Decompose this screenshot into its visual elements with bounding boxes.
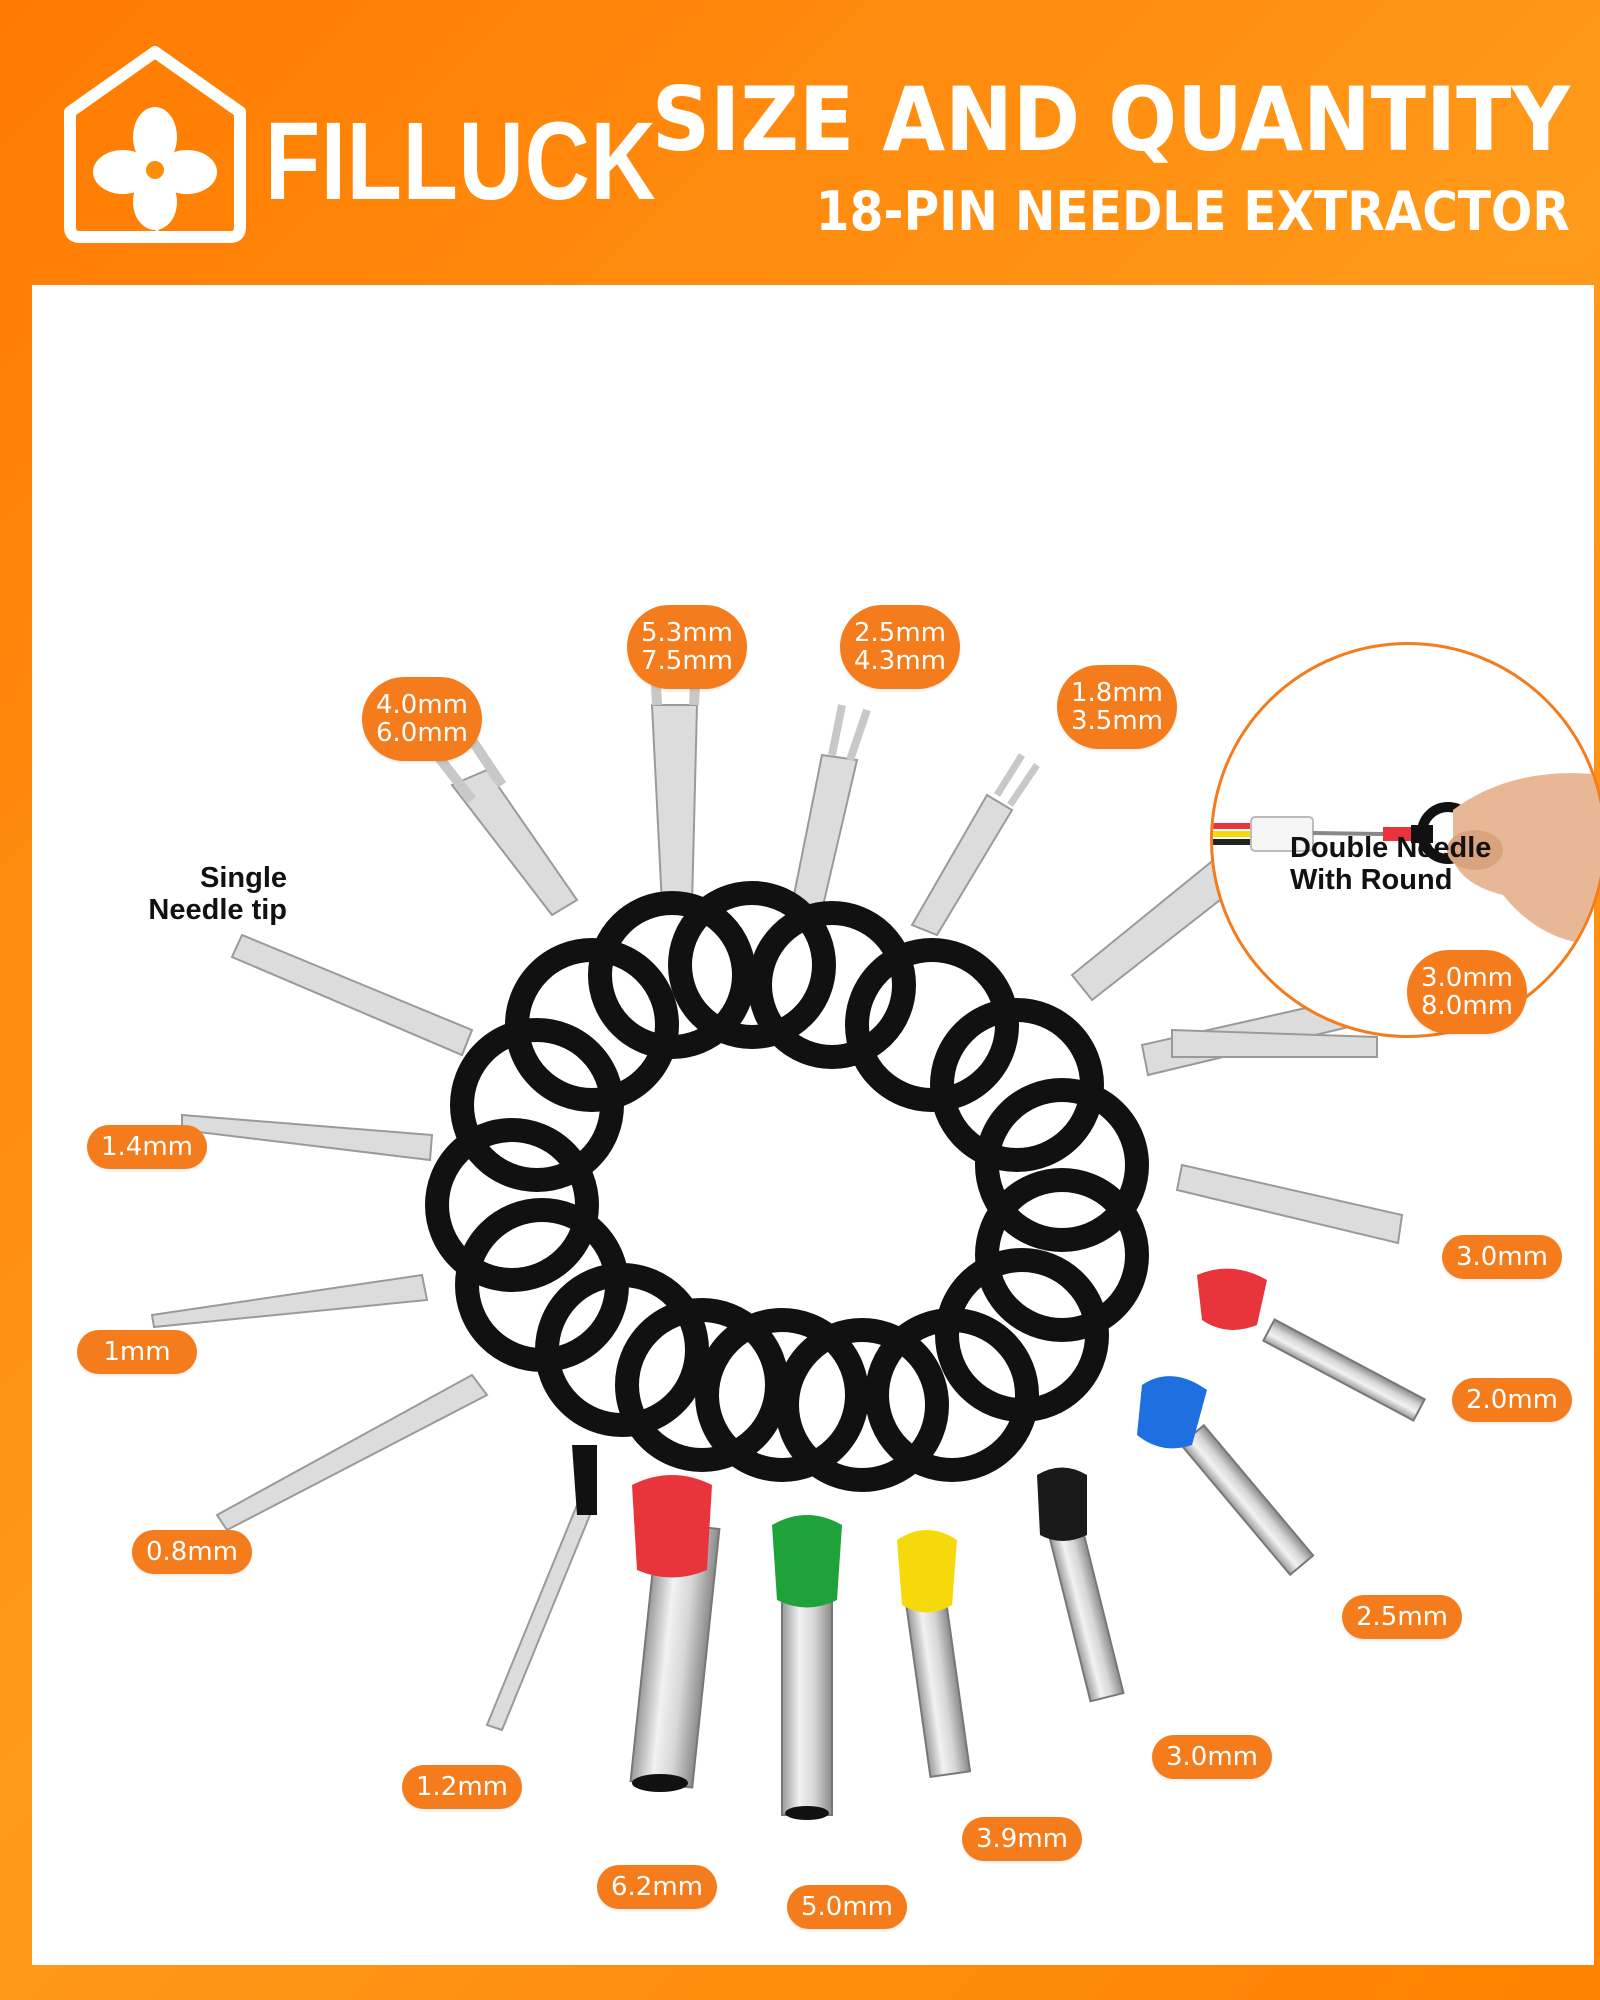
single-needle-caption-line1: Single: [199, 862, 287, 894]
page-subtitle: 18-PIN NEEDLE EXTRACTOR: [815, 180, 1570, 243]
ring-handles: [425, 881, 1149, 1492]
fork-tool-2mm: [790, 704, 871, 912]
size-label-value: 3.5mm: [1070, 706, 1163, 736]
brand-logo: FILLUCK: [55, 42, 656, 252]
size-label-value: 1.8mm: [1070, 678, 1163, 708]
tube-tool-6-2mm: [629, 1475, 721, 1792]
needle-tool-0-8mm: [215, 1373, 489, 1532]
single-needle-caption-line2: Needle tip: [148, 894, 287, 926]
size-label-needle-1-4mm: 1.4mm: [87, 1125, 207, 1169]
size-label-needle-1mm: 1mm: [77, 1330, 197, 1374]
size-label-tube-6-2mm: 6.2mm: [597, 1865, 717, 1909]
size-label-tube-3-0mm: 3.0mm: [1152, 1735, 1272, 1779]
size-label-tube-2-5mm: 2.5mm: [1342, 1595, 1462, 1639]
size-label-value: 4.0mm: [375, 690, 468, 720]
double-needle-caption-line2: With Round: [1290, 864, 1453, 896]
tube-tool-3-0mm: [1037, 1467, 1125, 1703]
double-needle-caption-line1: Double Needle: [1290, 832, 1492, 864]
size-label-tube-2-0mm: 2.0mm: [1452, 1378, 1572, 1422]
tube-tool-3-9mm: [897, 1530, 972, 1778]
usage-inset-photo: [1210, 642, 1600, 1038]
size-label-value: 5.3mm: [640, 618, 733, 648]
product-panel: Single Needle tip Double Needle With Rou…: [32, 285, 1600, 1965]
size-label-fork-4mm: 4.0mm 6.0mm: [362, 677, 482, 761]
needle-tool-1-2mm: [485, 1445, 597, 1732]
size-label-value: 3.0mm: [1420, 963, 1513, 993]
brand-name: FILLUCK: [265, 100, 657, 223]
needle-tool-1-4mm-b: [181, 1113, 434, 1162]
size-label-value: 4.3mm: [853, 646, 946, 676]
fork-tool-4mm: [433, 737, 579, 917]
size-label-tube-5-0mm: 5.0mm: [787, 1885, 907, 1929]
page-title: SIZE AND QUANTITY: [651, 68, 1570, 171]
size-label-fork-1mm: 1.8mm 3.5mm: [1057, 665, 1177, 749]
size-label-value: 7.5mm: [640, 646, 733, 676]
tube-tool-2-5mm: [1137, 1376, 1315, 1577]
extractor-set-illustration: [150, 644, 1427, 1820]
fork-tool-1mm: [910, 753, 1040, 937]
size-label-value: 8.0mm: [1420, 991, 1513, 1021]
size-label-needle-1-2mm: 1.2mm: [402, 1765, 522, 1809]
needle-tool-1-4mm: [230, 933, 474, 1057]
flat-tool-3mm: [1175, 1163, 1404, 1245]
tube-tool-2-0mm: [1197, 1268, 1427, 1422]
double-needle-caption: Double Needle With Round: [1290, 832, 1530, 896]
header: FILLUCK SIZE AND QUANTITY 18-PIN NEEDLE …: [0, 0, 1600, 285]
size-label-needle-0-8mm: 0.8mm: [132, 1530, 252, 1574]
tube-tool-5-0mm: [772, 1515, 842, 1820]
single-needle-caption: Single Needle tip: [87, 862, 287, 926]
size-label-tube-3-9mm: 3.9mm: [962, 1817, 1082, 1861]
size-label-fork-5mm: 5.3mm 7.5mm: [627, 605, 747, 689]
size-label-value: 6.0mm: [375, 718, 468, 748]
size-label-fork-2mm: 2.5mm 4.3mm: [840, 605, 960, 689]
house-clover-logo-icon: [64, 46, 246, 243]
needle-tool-1mm: [150, 1273, 429, 1329]
size-label-fork-3mm: 3.0mm 8.0mm: [1407, 950, 1527, 1034]
size-label-value: 2.5mm: [853, 618, 946, 648]
size-label-flat-3-0mm: 3.0mm: [1442, 1235, 1562, 1279]
hand-using-tool-illustration: [1213, 773, 1600, 945]
